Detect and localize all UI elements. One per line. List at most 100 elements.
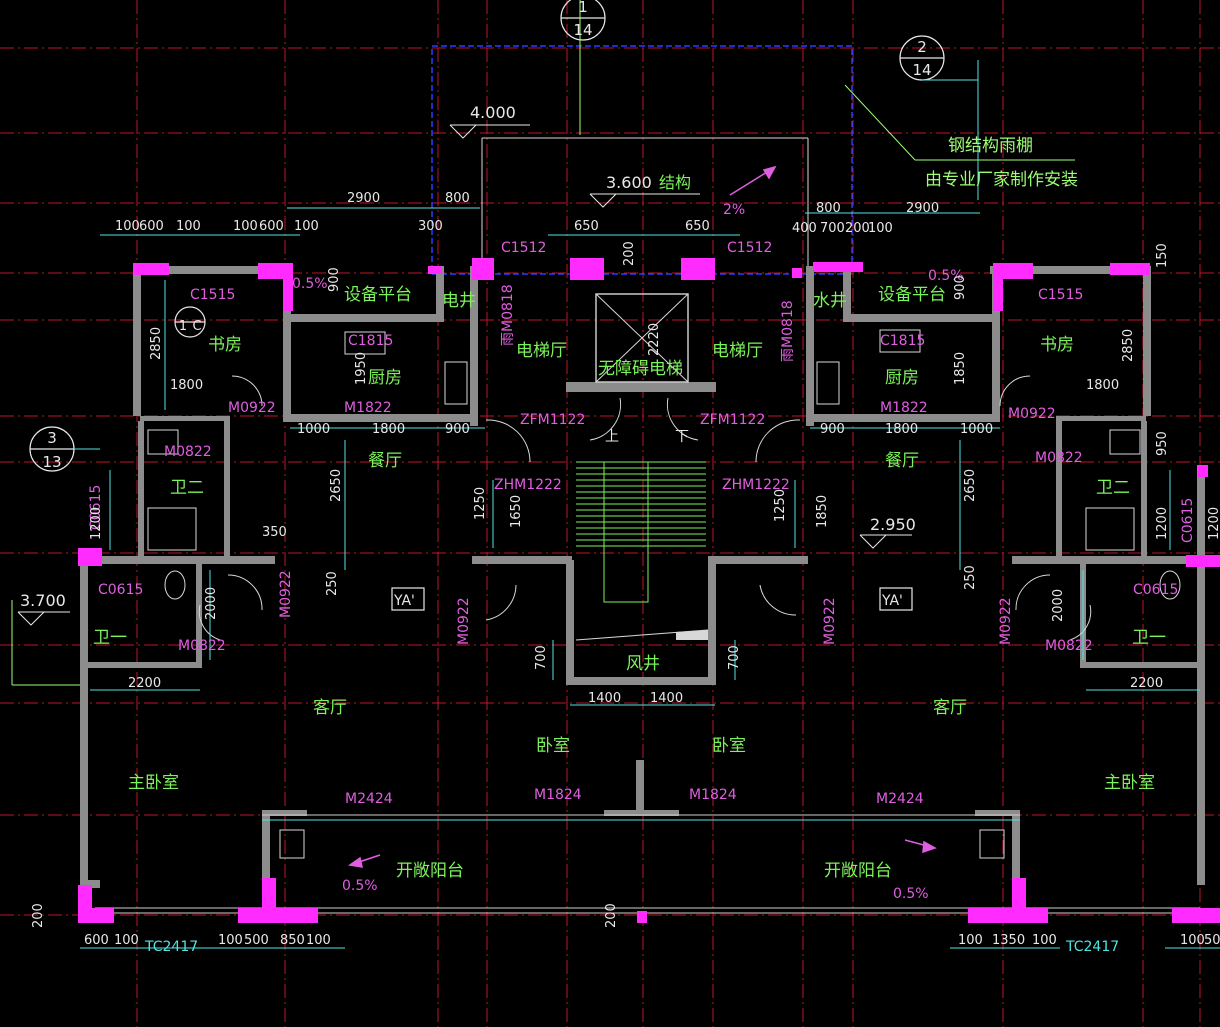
door-code: M1822 [880, 400, 928, 416]
room-bath-one-left: 卫一 [93, 628, 127, 648]
wall [636, 760, 644, 815]
wall [283, 314, 443, 322]
callout-4-bottom: C [192, 319, 201, 334]
section-callouts [29, 0, 945, 611]
dim-text: 500 [244, 933, 269, 948]
unit-type-box [879, 587, 913, 611]
dim-text: 1650 [509, 495, 524, 528]
dim-text: 2900 [906, 201, 939, 216]
room-living-left: 客厅 [313, 698, 347, 718]
door-code: M0922 [1008, 406, 1056, 422]
wall [1012, 810, 1020, 880]
wall [806, 266, 814, 426]
stair-down-label: 下 [675, 429, 689, 445]
room-study-left: 书房 [208, 335, 242, 355]
elevation-left-unit: 3.700 [20, 591, 66, 610]
wall [708, 560, 716, 685]
dim-text: 800 [445, 191, 470, 206]
door-code: M0922 [456, 597, 472, 645]
wall [133, 266, 293, 274]
dim-text: 800 [816, 201, 841, 216]
door-code: M1822 [344, 400, 392, 416]
dim-text: 1350 [992, 933, 1025, 948]
room-bath-two-right: 卫二 [1096, 478, 1130, 498]
door-code: M0822 [178, 638, 226, 654]
dim-text: 2650 [329, 469, 344, 502]
door-code: M1824 [534, 787, 582, 803]
wall [80, 880, 100, 888]
washer-icon [979, 829, 1005, 859]
elevation-values: 4.000 3.600 结构 3.700 2.950 [20, 103, 916, 610]
window-code: C1515 [190, 287, 235, 303]
dim-text: 850 [280, 933, 305, 948]
window-code: C0615 [88, 485, 104, 530]
room-dining-left: 餐厅 [368, 451, 402, 471]
unit-type-box [391, 587, 425, 611]
column [681, 258, 715, 280]
dim-text: 150 [1155, 243, 1170, 268]
dim-text: 200 [845, 221, 870, 236]
room-balcony-left: 开敞阳台 [396, 861, 464, 881]
door-code: M0922 [998, 597, 1014, 645]
dim-text: 100 [294, 219, 319, 234]
slope-label: 0.5% [893, 886, 929, 902]
callout-2-bottom: 14 [912, 61, 931, 79]
wall [992, 266, 1000, 421]
door-arc [227, 574, 263, 611]
door-code: M1824 [689, 787, 737, 803]
column [1110, 263, 1150, 275]
column [570, 258, 604, 280]
elevation-triangle [859, 534, 887, 549]
fixtures [147, 329, 1181, 859]
wall [80, 556, 275, 564]
column [1172, 908, 1220, 923]
toilet-icon [164, 570, 186, 600]
dim-text: 1000 [960, 422, 993, 437]
dim-text: 250 [963, 565, 978, 590]
dim-text: 2850 [149, 327, 164, 360]
callout-text: 1 14 2 14 3 13 1 C [42, 0, 931, 471]
dim-text: 200 [31, 903, 46, 928]
wall [1141, 421, 1147, 556]
opening-codes: C1512 C1512 C1515 C1515 C1815 C1815 C061… [88, 240, 1196, 955]
dimension-text: 2900 2900 800 800 300 650 650 100 600 10… [31, 191, 1220, 948]
slope-arrow-head [348, 856, 363, 868]
door-arc [1069, 604, 1092, 641]
elevation-structure-note: 结构 [659, 173, 691, 192]
room-air-shaft: 风井 [626, 654, 660, 674]
wall [470, 266, 478, 426]
door-code: 雨M0818 [500, 284, 516, 346]
steel-canopy [431, 45, 1075, 275]
dim-text: 100 [218, 933, 243, 948]
elevation-canopy: 4.000 [470, 103, 516, 122]
column [262, 878, 276, 912]
dim-text: 900 [953, 275, 968, 300]
slope-labels: 0.5% 0.5% 2% 0.5% 0.5% [292, 202, 964, 902]
dim-text: 1800 [170, 378, 203, 393]
sink-icon [344, 331, 386, 355]
dim-text: 1200 [89, 507, 104, 540]
elevator-cross [595, 293, 689, 383]
dim-text: 100 [1180, 933, 1205, 948]
wall [604, 810, 679, 816]
canopy-note-line1: 钢结构雨棚 [948, 136, 1033, 156]
column [813, 262, 863, 272]
dim-text: 900 [445, 422, 470, 437]
room-accessible-elevator: 无障碍电梯 [598, 359, 683, 379]
window-code: TC2417 [144, 939, 198, 955]
dim-text: 600 [84, 933, 109, 948]
dim-text: 1850 [953, 352, 968, 385]
window-code: C1515 [1038, 287, 1083, 303]
shower-icon [1085, 507, 1135, 551]
window-code: C1815 [880, 333, 925, 349]
column [78, 908, 114, 923]
stair-treads [576, 461, 706, 603]
column [133, 263, 169, 275]
room-kitchen-left: 厨房 [368, 368, 402, 388]
dim-text: 950 [1155, 431, 1170, 456]
door-code: ZHM1222 [494, 477, 562, 493]
slope-label: 0.5% [928, 268, 964, 284]
door-code: M2424 [876, 791, 924, 807]
